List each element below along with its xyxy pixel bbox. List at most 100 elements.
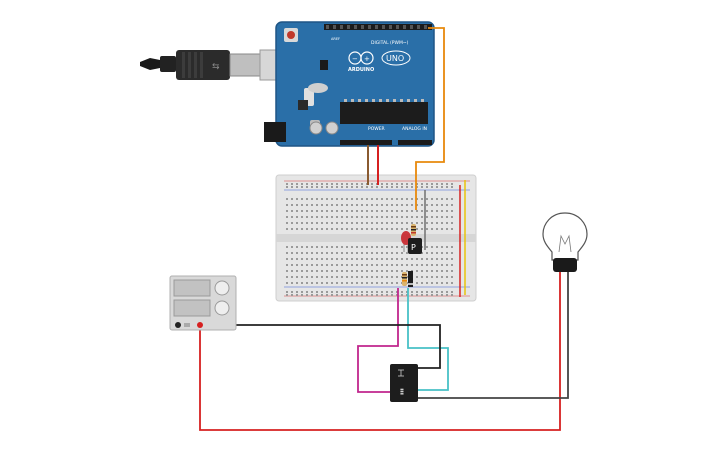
breadboard-hole (446, 294, 448, 296)
breadboard-hole (336, 276, 338, 278)
breadboard-hole (326, 222, 328, 224)
breadboard-hole (306, 183, 308, 185)
breadboard-hole (436, 276, 438, 278)
breadboard-hole (311, 183, 313, 185)
breadboard-hole (376, 228, 378, 230)
negative-terminal[interactable] (175, 322, 181, 328)
breadboard-hole (396, 216, 398, 218)
breadboard-hole (301, 246, 303, 248)
breadboard-hole (311, 222, 313, 224)
breadboard-hole (336, 252, 338, 254)
breadboard-hole (396, 270, 398, 272)
breadboard-hole (361, 246, 363, 248)
breadboard-hole (336, 258, 338, 260)
breadboard-hole (306, 204, 308, 206)
breadboard-hole (416, 291, 418, 293)
relay[interactable]: ▮▮▮ (390, 364, 418, 402)
resistor-2[interactable] (402, 272, 407, 286)
breadboard-hole (431, 216, 433, 218)
breadboard-hole (376, 204, 378, 206)
breadboard-hole (451, 222, 453, 224)
breadboard-hole (371, 252, 373, 254)
breadboard-hole (336, 294, 338, 296)
breadboard-hole (426, 264, 428, 266)
breadboard-hole (296, 294, 298, 296)
breadboard-hole (361, 183, 363, 185)
breadboard-hole (286, 222, 288, 224)
breadboard-hole (381, 198, 383, 200)
breadboard-hole (391, 270, 393, 272)
diode[interactable] (408, 271, 413, 287)
power-header[interactable] (340, 140, 392, 145)
breadboard-hole (386, 228, 388, 230)
breadboard-hole (286, 270, 288, 272)
breadboard-hole (416, 270, 418, 272)
wire-magenta[interactable] (357, 288, 399, 393)
breadboard-hole (381, 246, 383, 248)
breadboard-hole (396, 246, 398, 248)
breadboard-hole (306, 258, 308, 260)
breadboard-hole (306, 276, 308, 278)
breadboard-hole (426, 183, 428, 185)
breadboard-hole (391, 291, 393, 293)
breadboard-hole (381, 216, 383, 218)
wire-red-lamp[interactable] (199, 272, 561, 431)
breadboard-hole (426, 291, 428, 293)
breadboard-hole (346, 246, 348, 248)
breadboard-hole (376, 294, 378, 296)
breadboard-hole (371, 270, 373, 272)
arduino-uno-board[interactable]: AREF DIGITAL (PWM~) − + ARDUINO UNO POWE… (264, 21, 435, 147)
breadboard-hole (321, 294, 323, 296)
current-knob[interactable] (214, 300, 230, 316)
breadboard-hole (296, 210, 298, 212)
voltage-knob[interactable] (214, 280, 230, 296)
breadboard-hole (311, 294, 313, 296)
breadboard-hole (316, 252, 318, 254)
analog-header[interactable] (398, 140, 432, 145)
breadboard-hole (401, 198, 403, 200)
breadboard-hole (361, 204, 363, 206)
breadboard-hole (306, 270, 308, 272)
breadboard-hole (321, 246, 323, 248)
transistor[interactable]: P (408, 238, 422, 254)
breadboard-hole (356, 258, 358, 260)
breadboard-hole (311, 204, 313, 206)
wire-orange-signal[interactable] (415, 27, 445, 210)
breadboard-holes (286, 183, 453, 296)
breadboard-hole (381, 252, 383, 254)
wire-black[interactable] (178, 324, 441, 369)
breadboard-hole (331, 216, 333, 218)
breadboard-hole (326, 258, 328, 260)
breadboard-hole (431, 252, 433, 254)
breadboard-hole (321, 216, 323, 218)
breadboard-hole (361, 270, 363, 272)
breadboard-hole (356, 228, 358, 230)
breadboard-hole (311, 216, 313, 218)
breadboard-hole (326, 282, 328, 284)
breadboard-hole (326, 204, 328, 206)
light-bulb[interactable] (542, 212, 588, 272)
breadboard-hole (336, 216, 338, 218)
resistor-1[interactable] (411, 224, 416, 236)
breadboard-hole (371, 246, 373, 248)
breadboard-hole (306, 222, 308, 224)
breadboard-hole (321, 252, 323, 254)
breadboard-hole (296, 198, 298, 200)
wire-relay-lamp[interactable] (416, 272, 569, 399)
breadboard-hole (361, 252, 363, 254)
wire-cyan[interactable] (407, 288, 449, 391)
breadboard-hole (416, 210, 418, 212)
breadboard-hole (446, 252, 448, 254)
breadboard-hole (316, 216, 318, 218)
breadboard-hole (446, 186, 448, 188)
breadboard-hole (421, 210, 423, 212)
breadboard-hole (356, 270, 358, 272)
breadboard-hole (426, 216, 428, 218)
breadboard[interactable] (275, 174, 477, 302)
breadboard-hole (331, 282, 333, 284)
breadboard-hole (286, 183, 288, 185)
power-supply[interactable] (169, 275, 237, 331)
power-jack[interactable] (264, 122, 286, 142)
positive-terminal[interactable] (197, 322, 203, 328)
breadboard-hole (411, 222, 413, 224)
